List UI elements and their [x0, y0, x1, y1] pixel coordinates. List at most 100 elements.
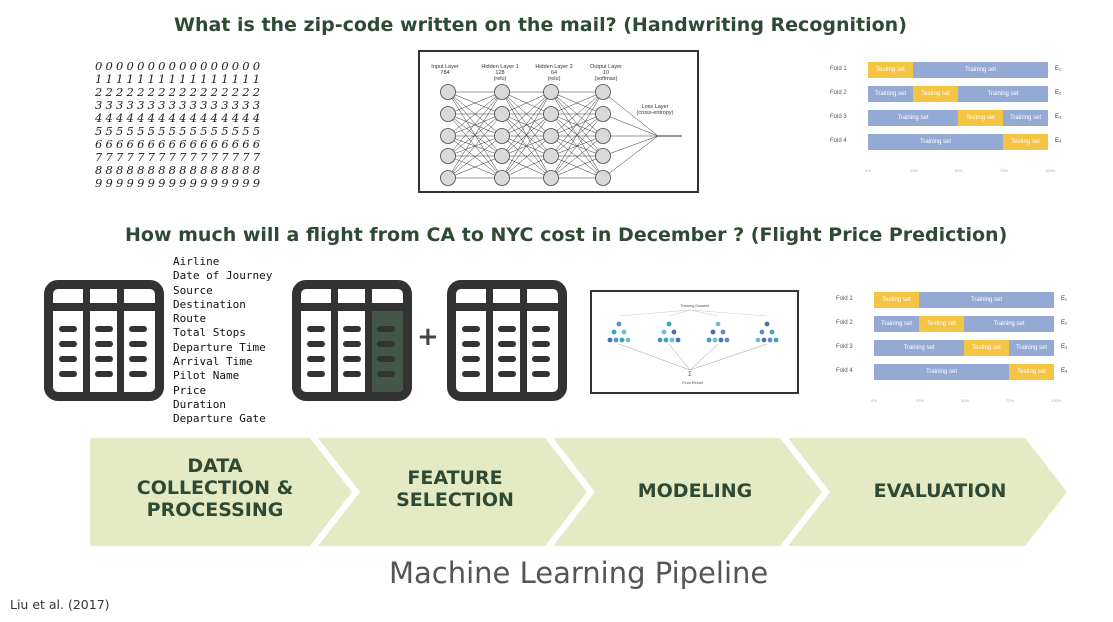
cv-axis-tick: 0% — [865, 168, 871, 173]
rf-tree-node — [657, 337, 663, 343]
nn-edge — [447, 135, 503, 179]
nn-neuron — [595, 128, 611, 144]
table-row-bar — [498, 326, 516, 332]
nn-edge — [501, 91, 552, 157]
feature-item: Source — [173, 283, 213, 297]
table-row-bar — [307, 371, 325, 377]
table-column-divider — [520, 289, 527, 392]
cv-axis-tick: 0% — [871, 398, 877, 403]
nn-neuron — [440, 170, 456, 186]
nn-edge — [501, 91, 552, 137]
table-header-bar — [301, 289, 403, 311]
table-row-bar — [462, 326, 480, 332]
pipeline-step-line: DATA — [187, 455, 243, 477]
flight-question: How much will a flight from CA to NYC co… — [125, 224, 1008, 246]
digit-row: 7777777777777777 — [95, 150, 264, 164]
rf-tree-node — [661, 329, 667, 335]
table-row-bar — [307, 326, 325, 332]
table-row-bar — [129, 326, 147, 332]
nn-neuron — [595, 148, 611, 164]
rf-data-line — [689, 309, 719, 317]
nn-loss-edge — [602, 113, 659, 137]
table-header-bar — [53, 289, 155, 311]
nn-edge — [501, 155, 552, 179]
nn-edge — [501, 135, 552, 179]
nn-edge — [447, 91, 503, 137]
cv-axis-tick: 75% — [1000, 168, 1009, 173]
rf-tree-node — [669, 337, 675, 343]
nn-edge — [550, 91, 604, 157]
nn-neuron — [595, 84, 611, 100]
table-row-bar — [95, 341, 113, 347]
nn-edge — [550, 135, 604, 179]
pipeline-step-line: MODELING — [637, 480, 753, 502]
rf-vote-line — [689, 343, 719, 371]
rf-tree-node — [663, 337, 669, 343]
cv-training-segment: Training set — [897, 115, 929, 121]
table-row-bar — [59, 341, 77, 347]
nn-edge — [550, 91, 604, 137]
cv-training-segment: Training set — [1009, 115, 1042, 121]
table-row-bar — [129, 356, 147, 362]
cv-training-segment: Training set — [964, 67, 997, 73]
digit-row: 3333333333333333 — [95, 98, 264, 112]
nn-loss-label: Loss Layer(cross-entropy) — [636, 104, 674, 116]
digit-row: 2222222222222222 — [95, 85, 264, 99]
nn-neuron — [543, 148, 559, 164]
cv-testing-segment: Testing set — [958, 110, 1003, 126]
rf-tree-node — [616, 321, 622, 327]
table-row-bar — [377, 341, 395, 347]
cv-testing-segment: Testing set — [964, 340, 1009, 356]
nn-neuron — [494, 170, 510, 186]
nn-edge — [447, 113, 503, 179]
nn-edge — [447, 91, 503, 179]
nn-edge — [501, 91, 552, 179]
rf-tree-node — [675, 337, 681, 343]
rf-tree-node — [621, 329, 627, 335]
rf-tree-node — [759, 329, 765, 335]
table-row-bar — [343, 356, 361, 362]
rf-tree-node — [773, 337, 779, 343]
nn-neuron — [494, 106, 510, 122]
table-row-bar — [377, 326, 395, 332]
table-row-bar — [95, 326, 113, 332]
cv-fold-label: Fold 1 — [836, 296, 853, 302]
rf-tree-node — [611, 329, 617, 335]
dataset-table-icon — [447, 280, 567, 401]
rf-tree-node — [666, 321, 672, 327]
digit-row: 1111111111111111 — [95, 72, 264, 86]
cv-axis-tick: 100% — [1051, 398, 1062, 403]
feature-item: Airline — [173, 255, 220, 268]
cv-fold-label: Fold 4 — [830, 138, 847, 144]
digit-row: 0000000000000000 — [95, 59, 264, 73]
nn-edge — [550, 113, 604, 179]
table-row-bar — [59, 326, 77, 332]
selected-column-highlight — [372, 311, 403, 392]
rf-bottom-label: Final Result — [682, 380, 704, 385]
nn-edge — [447, 155, 503, 179]
nn-edge — [447, 91, 503, 115]
rf-tree-node — [724, 337, 730, 343]
nn-neuron — [543, 170, 559, 186]
random-forest-diagram: Σ Training Dataset Final Result — [590, 290, 799, 394]
cv-fold-label: Fold 2 — [830, 90, 847, 96]
nn-neuron — [440, 84, 456, 100]
pipeline-arrows — [90, 438, 1067, 546]
nn-neuron — [494, 128, 510, 144]
digit-row: 4444444444444444 — [95, 111, 264, 125]
dataset-table-icon — [44, 280, 164, 401]
table-row-bar — [462, 356, 480, 362]
cv-training-segment: Training set — [874, 91, 907, 97]
table-column-divider — [83, 289, 90, 392]
cv-testing-segment: Testing set — [1009, 364, 1054, 380]
table-row-bar — [343, 341, 361, 347]
